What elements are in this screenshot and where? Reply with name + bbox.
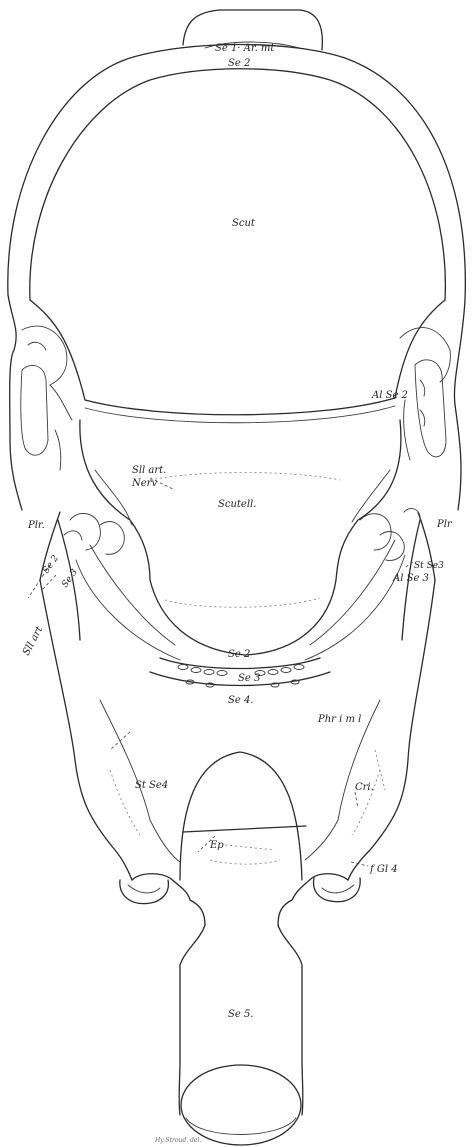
- artist-signature: Hy Stroud. del.: [154, 1137, 201, 1144]
- left-sclerite-detail: [40, 512, 180, 660]
- label-sll-art: Sll art.: [132, 465, 166, 476]
- label-plr-left: Plr.: [27, 520, 45, 531]
- label-se5: Se 5.: [228, 1009, 254, 1020]
- label-se1-ar-mt: Se 1· Ar. mt: [215, 43, 275, 54]
- scutellum: [80, 420, 401, 655]
- central-arch: [180, 752, 306, 880]
- label-phr-iml: Phr i m l: [317, 714, 361, 725]
- label-st-se4: St Se4: [135, 780, 168, 791]
- label-nerv: Nerv: [131, 478, 157, 489]
- figure-labels: Se 1· Ar. mt Se 2 Scut Al Se 2 Sll art. …: [21, 43, 453, 1144]
- label-se2-lower: Se 2: [228, 649, 250, 660]
- label-ep: Ep: [209, 840, 224, 851]
- label-scut: Scut: [232, 218, 256, 229]
- label-se3-left: Se 3: [60, 567, 80, 589]
- right-sclerite-detail: [305, 509, 435, 660]
- label-al-se3: Al Se 3: [392, 573, 429, 584]
- label-cri: Cri.: [355, 782, 374, 793]
- scutum-posterior-margin: [85, 398, 395, 423]
- label-se4: Se 4.: [228, 695, 254, 706]
- label-al-se2: Al Se 2: [371, 390, 408, 401]
- label-f-gl4: f Gl 4: [369, 864, 398, 875]
- label-se3-lower: Se 3: [238, 673, 260, 684]
- label-scutell: Scutell.: [218, 499, 256, 510]
- label-st-se3: St Se3: [414, 561, 444, 571]
- label-se2-left: Se 2: [41, 553, 61, 575]
- label-plr-right: Plr: [436, 519, 453, 530]
- segment-5: [179, 925, 303, 1145]
- label-sll-art-left: Sll art: [21, 624, 46, 658]
- connecting-stalk: [120, 874, 360, 925]
- left-pleural-process: [10, 326, 72, 510]
- leader-lines: [28, 478, 414, 866]
- right-pleural-process: [400, 328, 461, 510]
- label-se2-top: Se 2: [228, 58, 250, 69]
